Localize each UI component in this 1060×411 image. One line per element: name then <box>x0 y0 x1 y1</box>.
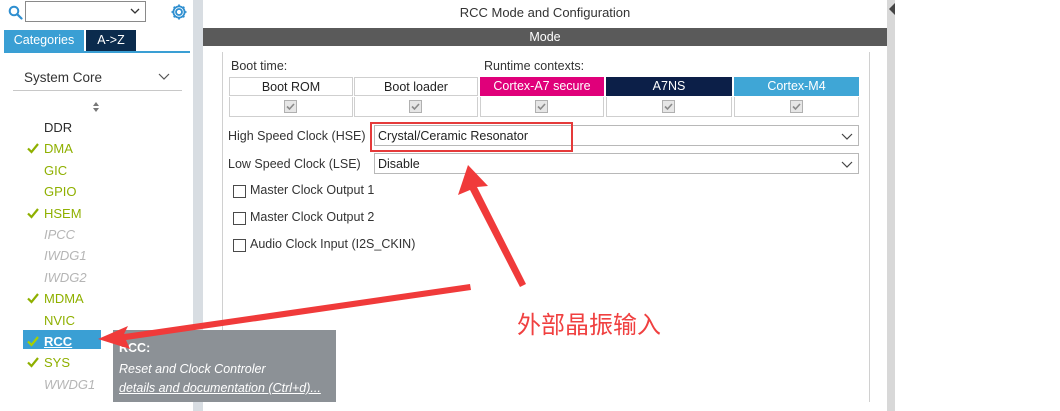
context-boot-loader: Boot loader <box>354 77 478 96</box>
search-row <box>0 0 193 28</box>
check-icon <box>27 143 39 155</box>
context-checkbox-a7-secure[interactable] <box>480 97 604 117</box>
component-item-iwdg2[interactable]: IWDG2 <box>0 267 193 288</box>
component-item-iwdg1[interactable]: IWDG1 <box>0 245 193 266</box>
check-icon <box>27 293 39 304</box>
component-name: IWDG1 <box>44 248 87 264</box>
context-boot-rom: Boot ROM <box>229 77 353 96</box>
chevron-down-icon <box>841 161 853 168</box>
component-name: IPCC <box>44 227 76 242</box>
component-name: WWDG1 <box>44 376 96 392</box>
mco1-checkbox[interactable] <box>233 185 246 198</box>
hse-highlight-box <box>370 122 573 152</box>
check-icon <box>27 207 39 219</box>
component-item-gpio[interactable]: GPIO <box>0 181 193 202</box>
context-checkbox-m4[interactable] <box>734 97 859 117</box>
component-item-wwdg1[interactable]: WWDG1 <box>0 374 193 395</box>
search-icon[interactable] <box>8 5 23 20</box>
component-item-gic[interactable]: GIC <box>0 160 193 181</box>
lse-dropdown[interactable]: Disable <box>374 153 859 174</box>
component-name: NVIC <box>44 312 76 328</box>
context-checkbox-boot-rom[interactable] <box>229 97 353 117</box>
search-input[interactable] <box>25 1 146 22</box>
component-name: MDMA <box>44 291 84 307</box>
component-name: HSEM <box>44 205 82 221</box>
check-icon <box>662 100 675 113</box>
context-cortex-a7-secure: Cortex-A7 secure <box>480 77 604 96</box>
check-icon <box>27 357 39 369</box>
gear-icon[interactable] <box>170 3 188 21</box>
component-name: SYS <box>44 355 71 371</box>
panel-splitter[interactable] <box>193 0 203 411</box>
selected-row-highlight <box>23 330 101 349</box>
annotation-text: 外部晶振输入 <box>517 311 661 339</box>
tab-a-z[interactable]: A->Z <box>86 30 136 51</box>
context-a7ns: A7NS <box>606 77 732 96</box>
component-name: GPIO <box>44 184 77 200</box>
check-icon <box>535 100 548 113</box>
check-icon <box>27 336 39 347</box>
component-item-dma[interactable]: DMA <box>0 138 193 159</box>
component-item-sys[interactable]: SYS <box>0 352 193 373</box>
category-label: System Core <box>24 70 103 85</box>
category-dropdown[interactable]: System Core <box>13 66 182 91</box>
mco2-label: Master Clock Output 2 <box>250 210 375 224</box>
chevron-down-icon[interactable] <box>129 5 141 17</box>
tooltip-description: Reset and Clock Controler <box>119 362 266 376</box>
mco1-label: Master Clock Output 1 <box>250 183 375 197</box>
check-icon <box>409 100 422 113</box>
page-title: RCC Mode and Configuration <box>459 5 631 20</box>
component-item-ddr[interactable]: DDR <box>0 117 193 138</box>
chevron-down-icon <box>158 73 170 80</box>
hse-dropdown[interactable]: Crystal/Ceramic Resonator <box>374 125 859 146</box>
tabs-underline <box>4 51 190 53</box>
component-name: IWDG2 <box>44 269 87 285</box>
right-splitter[interactable] <box>887 0 895 411</box>
component-name: RCC <box>44 334 73 349</box>
mode-section-header[interactable]: Mode <box>203 28 887 46</box>
component-item-ipcc[interactable]: IPCC <box>0 224 193 245</box>
check-icon <box>284 100 297 113</box>
component-name: DDR <box>44 120 73 135</box>
component-item-nvic[interactable]: NVIC <box>0 310 193 331</box>
context-cortex-m4: Cortex-M4 <box>734 77 859 96</box>
component-item-hsem[interactable]: HSEM <box>0 203 193 224</box>
collapse-arrow-icon[interactable] <box>888 2 896 16</box>
hse-value: Crystal/Ceramic Resonator <box>378 129 529 143</box>
tooltip-docs-link[interactable]: details and documentation (Ctrl+d)... <box>119 381 321 395</box>
audio-clock-checkbox[interactable] <box>233 239 246 252</box>
component-name: GIC <box>44 162 68 178</box>
rcc-tooltip: RCC: Reset and Clock Controler details a… <box>113 330 336 402</box>
mco2-checkbox[interactable] <box>233 212 246 225</box>
tooltip-title: RCC: <box>119 341 151 355</box>
component-panel: Categories A->Z System Core DDR DMA GIC GPI… <box>0 0 193 411</box>
component-name: DMA <box>44 141 73 157</box>
lse-value: Disable <box>378 157 420 171</box>
context-checkbox-boot-loader[interactable] <box>354 97 478 117</box>
chevron-down-icon <box>841 133 853 140</box>
check-icon <box>789 100 803 113</box>
context-checkbox-a7ns[interactable] <box>606 97 732 117</box>
runtime-contexts-label: Runtime contexts: <box>484 59 585 73</box>
tab-categories[interactable]: Categories <box>4 30 84 51</box>
component-item-mdma[interactable]: MDMA <box>0 288 193 309</box>
lse-label: Low Speed Clock (LSE) <box>228 157 361 171</box>
mode-panel <box>222 52 870 402</box>
sort-icon[interactable] <box>92 101 100 113</box>
boot-time-label: Boot time: <box>231 59 288 73</box>
hse-label: High Speed Clock (HSE) <box>228 129 366 143</box>
audio-clock-label: Audio Clock Input (I2S_CKIN) <box>250 237 416 251</box>
component-item-rcc[interactable]: RCC <box>0 331 193 352</box>
